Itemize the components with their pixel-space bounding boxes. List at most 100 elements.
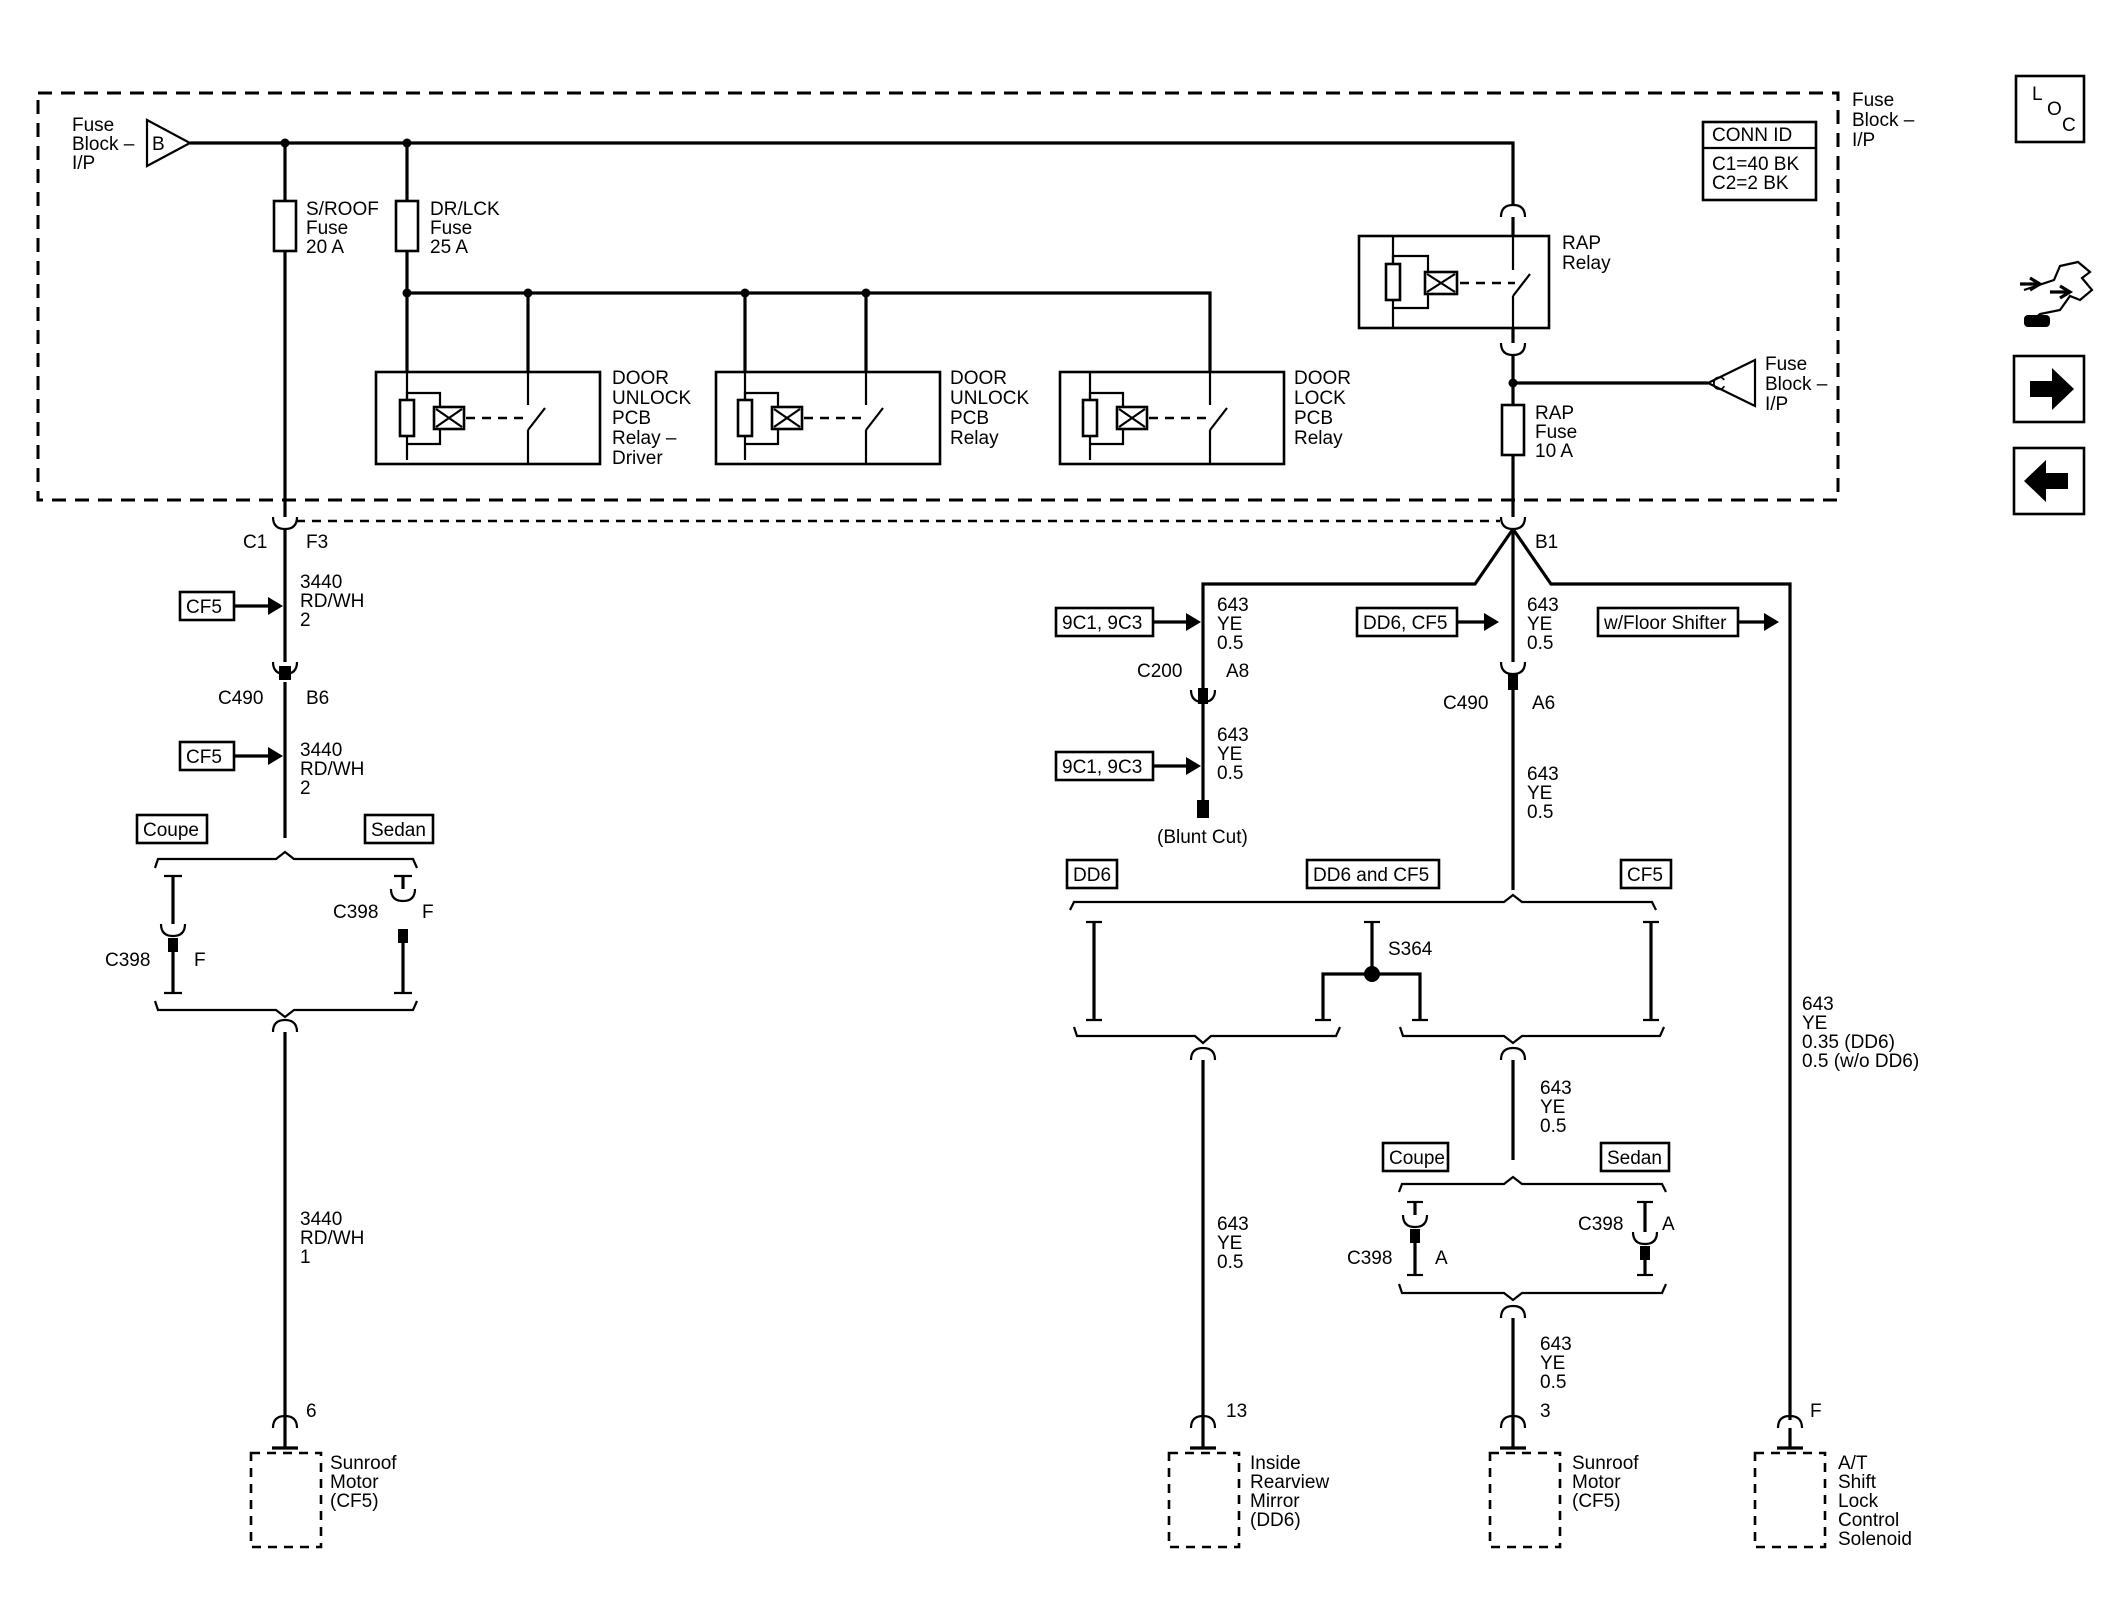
svg-text:C398: C398: [1347, 1248, 1392, 1269]
sunroof-motor-right: [1488, 1451, 1562, 1549]
svg-text:F: F: [194, 950, 206, 971]
svg-text:3440: 3440: [300, 572, 342, 593]
door-unlock-relay-label: DOOR UNLOCK PCB Relay: [950, 368, 1030, 449]
svg-text:C: C: [2062, 115, 2076, 136]
option-bracket-bottom-left: [153, 1000, 419, 1019]
connector-c398-left-a: [159, 923, 187, 938]
svg-text:0.5: 0.5: [1217, 763, 1243, 784]
svg-text:Fuse: Fuse: [306, 218, 348, 239]
drlck-fuse-label: DR/LCK Fuse 25 A: [430, 199, 500, 258]
wire-643-f-label: 643 YE 0.5: [1540, 1078, 1572, 1137]
fuse-block-boundary: [36, 91, 1840, 502]
svg-text:Relay: Relay: [950, 428, 999, 449]
svg-text:10 A: 10 A: [1535, 441, 1573, 462]
svg-text:Coupe: Coupe: [143, 820, 199, 841]
svg-text:Sunroof: Sunroof: [330, 1453, 397, 1474]
connector-c398-right-a: [1401, 1214, 1429, 1229]
wire-643-e-label: 643 YE 0.5: [1217, 1214, 1249, 1273]
connector-c1-label: C1: [243, 532, 267, 553]
svg-text:Mirror: Mirror: [1250, 1491, 1300, 1512]
svg-text:9C1, 9C3: 9C1, 9C3: [1062, 613, 1142, 634]
svg-text:(DD6): (DD6): [1250, 1510, 1301, 1531]
ref-cf5-b[interactable]: [178, 740, 236, 772]
svg-text:YE: YE: [1217, 744, 1242, 765]
svg-text:0.5: 0.5: [1540, 1372, 1566, 1393]
svg-text:DD6: DD6: [1073, 865, 1111, 886]
inside-rearview-mirror: [1167, 1451, 1241, 1549]
svg-text:DOOR: DOOR: [612, 368, 669, 389]
svg-text:Control: Control: [1838, 1510, 1899, 1531]
svg-text:Motor: Motor: [330, 1472, 379, 1493]
svg-text:PCB: PCB: [612, 408, 651, 429]
wire-643-g-label: 643 YE 0.5: [1540, 1334, 1572, 1393]
svg-text:3: 3: [1540, 1401, 1551, 1422]
wire-643-c-label: 643 YE 0.5: [1527, 595, 1559, 654]
option-bracket-bottom-right-a: [1072, 1026, 1342, 1045]
svg-text:Fuse: Fuse: [72, 115, 114, 136]
wire-643-b-label: 643 YE 0.5: [1217, 725, 1249, 784]
svg-text:643: 643: [1217, 1214, 1249, 1235]
svg-text:RD/WH: RD/WH: [300, 759, 364, 780]
fuse-block-label-c: Fuse Block – I/P: [1765, 354, 1828, 415]
door-lock-relay: [1058, 370, 1286, 466]
output-terminal-c: [1705, 358, 1757, 408]
svg-text:643: 643: [1540, 1078, 1572, 1099]
svg-text:A: A: [1662, 1214, 1675, 1235]
main-bus-wire: [190, 141, 1515, 205]
loc-button[interactable]: L O C: [2014, 74, 2086, 144]
svg-text:YE: YE: [1527, 783, 1552, 804]
svg-text:CF5: CF5: [186, 747, 222, 768]
wire-3440-c-label: 3440 RD/WH 1: [300, 1209, 364, 1268]
connector-f3-label: F3: [306, 532, 328, 553]
svg-text:C200: C200: [1137, 661, 1182, 682]
svg-text:A8: A8: [1226, 661, 1249, 682]
svg-text:Driver: Driver: [612, 448, 663, 469]
svg-text:RAP: RAP: [1535, 403, 1574, 424]
svg-text:3440: 3440: [300, 1209, 342, 1230]
svg-text:C398: C398: [333, 902, 378, 923]
svg-text:DD6, CF5: DD6, CF5: [1363, 613, 1447, 634]
inside-rearview-mirror-label: Inside Rearview Mirror (DD6): [1250, 1453, 1329, 1531]
svg-text:Inside: Inside: [1250, 1453, 1301, 1474]
svg-text:YE: YE: [1540, 1353, 1565, 1374]
component-tool-icon[interactable]: [2020, 260, 2094, 327]
arrow-left-icon[interactable]: [2012, 446, 2086, 516]
svg-text:I/P: I/P: [1852, 130, 1875, 151]
svg-text:YE: YE: [1527, 614, 1552, 635]
rap-fuse: [1500, 403, 1526, 457]
input-terminal-b: [145, 118, 193, 168]
option-bracket-coupe-sedan-top: [1397, 1175, 1667, 1193]
svg-text:S/ROOF: S/ROOF: [306, 199, 379, 220]
input-terminal-b-label: B: [152, 134, 165, 155]
svg-text:PCB: PCB: [1294, 408, 1333, 429]
connector-b1: [1499, 516, 1527, 531]
svg-text:Sunroof: Sunroof: [1572, 1453, 1639, 1474]
svg-text:YE: YE: [1802, 1013, 1827, 1034]
ref-9c1-9c3-b[interactable]: [1054, 750, 1155, 782]
connector-b1-label: B1: [1535, 532, 1558, 553]
svg-text:C398: C398: [1578, 1214, 1623, 1235]
sunroof-motor-left-label: Sunroof Motor (CF5): [330, 1453, 397, 1512]
fuse-block-label-b: Fuse Block – I/P: [72, 115, 135, 174]
svg-text:DOOR: DOOR: [1294, 368, 1351, 389]
svg-text:RD/WH: RD/WH: [300, 591, 364, 612]
svg-text:0.5: 0.5: [1540, 1116, 1566, 1137]
svg-text:YE: YE: [1217, 1233, 1242, 1254]
ref-cf5-a[interactable]: [178, 590, 236, 622]
arrow-right-icon[interactable]: [2012, 354, 2086, 424]
svg-text:LOCK: LOCK: [1294, 388, 1346, 409]
option-bracket-top-right: [1069, 893, 1657, 911]
svg-text:Block –: Block –: [72, 134, 135, 155]
option-coupe-left: [135, 813, 209, 845]
svg-text:0.5 (w/o DD6): 0.5 (w/o DD6): [1802, 1051, 1919, 1072]
svg-text:C1=40 BK: C1=40 BK: [1712, 154, 1799, 175]
svg-text:Lock: Lock: [1838, 1491, 1879, 1512]
shift-lock-solenoid: [1753, 1451, 1827, 1549]
svg-text:Sedan: Sedan: [371, 820, 426, 841]
svg-text:DD6 and CF5: DD6 and CF5: [1313, 865, 1429, 886]
svg-text:CF5: CF5: [1627, 865, 1663, 886]
sroof-fuse-label: S/ROOF Fuse 20 A: [306, 199, 379, 258]
fuse-block-label-top-right: Fuse Block – I/P: [1852, 90, 1915, 151]
svg-text:C490: C490: [1443, 693, 1488, 714]
